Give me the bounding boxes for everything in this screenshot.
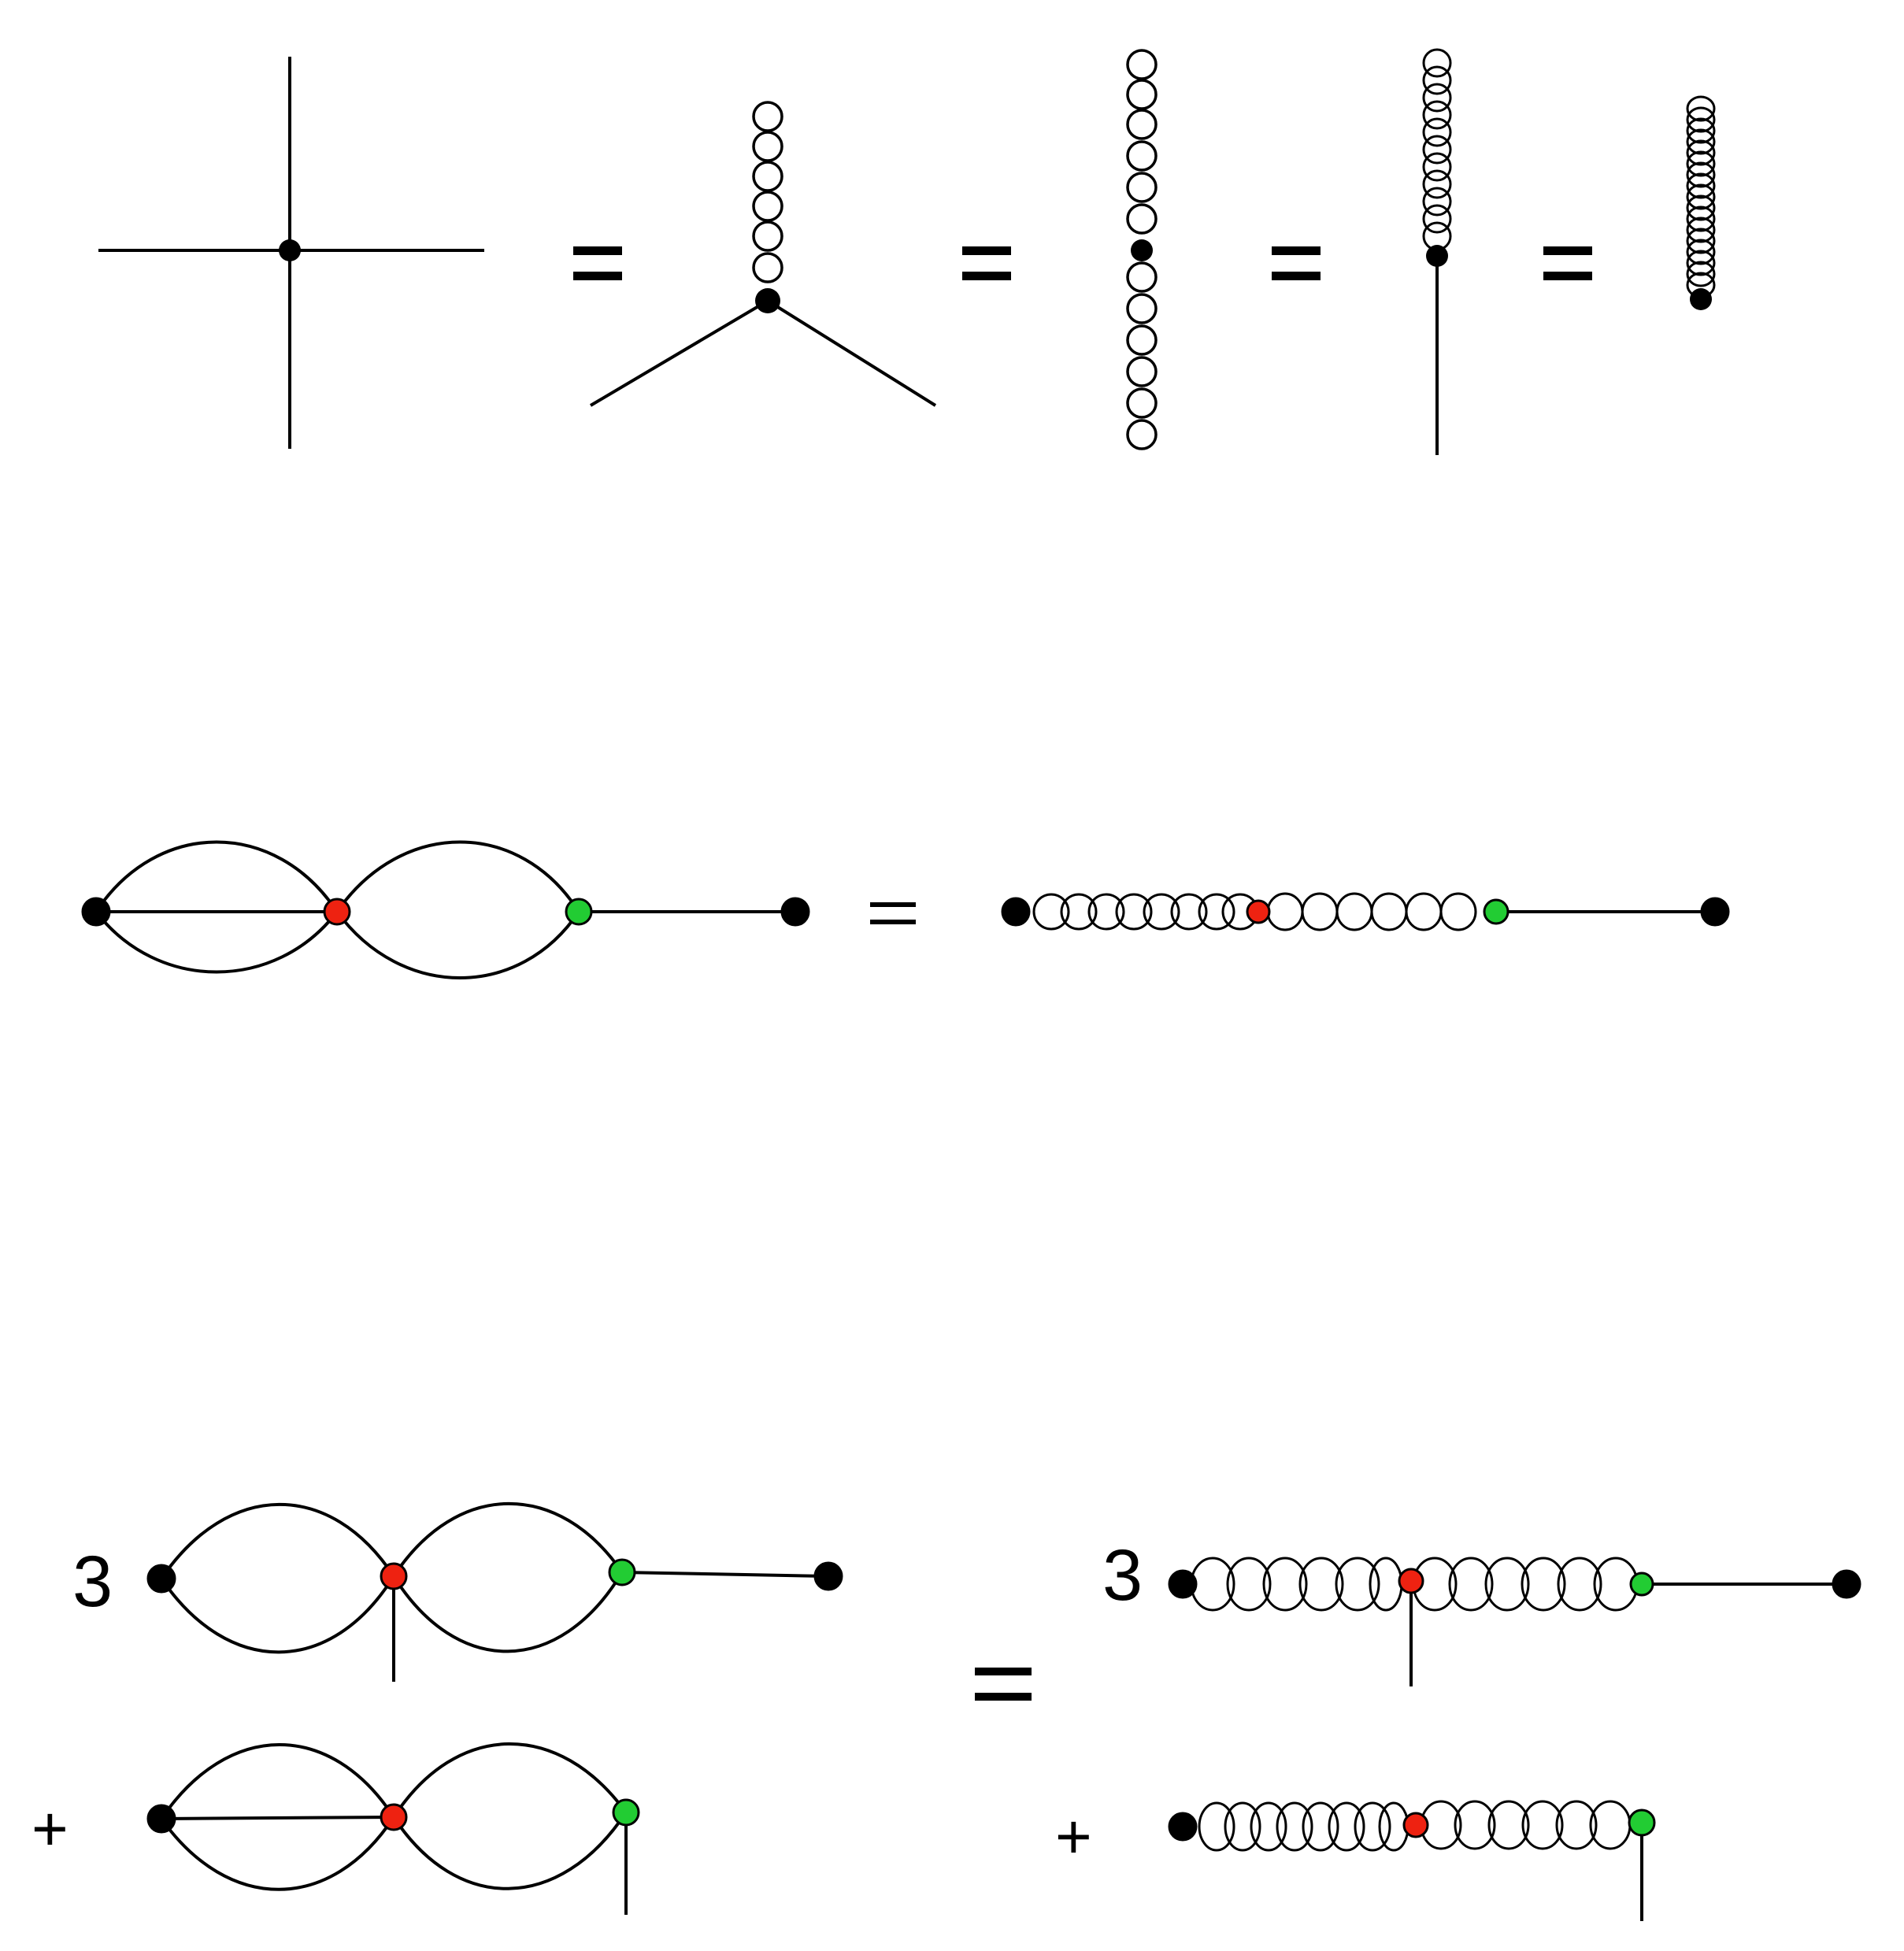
- row-3-lower-left-diagram: [160, 1742, 628, 1915]
- plus-label: +: [31, 1794, 69, 1864]
- row-1-vertices: [279, 239, 1712, 313]
- row-1-equals-signs: [573, 246, 1592, 280]
- vertex-black: [1690, 288, 1712, 310]
- coefficient-label: 3: [72, 1542, 113, 1622]
- coefficient-label: 3: [1102, 1535, 1143, 1616]
- left-lower-arc: [94, 910, 339, 974]
- compressed-loop-chain-4: [1422, 48, 1452, 251]
- row-3-upper-left-diagram: [160, 1501, 829, 1682]
- row-3-upper-right-diagram: [1190, 1557, 1847, 1686]
- vertex-black: [755, 288, 780, 313]
- vertex-black: [1131, 239, 1153, 261]
- y-right-leg: [766, 299, 937, 407]
- vertex-black: [1426, 245, 1448, 267]
- row-2-sunset-diagram: [94, 840, 795, 979]
- y-left-leg: [589, 299, 769, 407]
- compressed-loop-chain-5: [1686, 95, 1716, 298]
- left-upper-arc: [94, 840, 339, 913]
- row-3-lower-right-vertices: [1168, 1808, 1656, 1842]
- vertex-black: [279, 239, 301, 261]
- row-3-equals-sign: [975, 1668, 1032, 1701]
- vertical-loop-chain: [1126, 49, 1158, 450]
- right-upper-arc: [335, 840, 580, 913]
- row-2-chain-diagram: [1032, 892, 1715, 931]
- row-3-upper-right-vertices: [1168, 1568, 1861, 1599]
- right-lower-arc: [335, 910, 580, 979]
- plus-label: +: [1055, 1801, 1092, 1871]
- row-2-equals-sign: [870, 902, 916, 924]
- row-2-right-vertices: [1001, 897, 1730, 927]
- row-3-lower-left-vertices: [146, 1798, 640, 1834]
- row-2-left-vertices: [81, 897, 810, 927]
- row-3-upper-left-vertices: [146, 1558, 843, 1594]
- y-loop-chain: [752, 101, 783, 283]
